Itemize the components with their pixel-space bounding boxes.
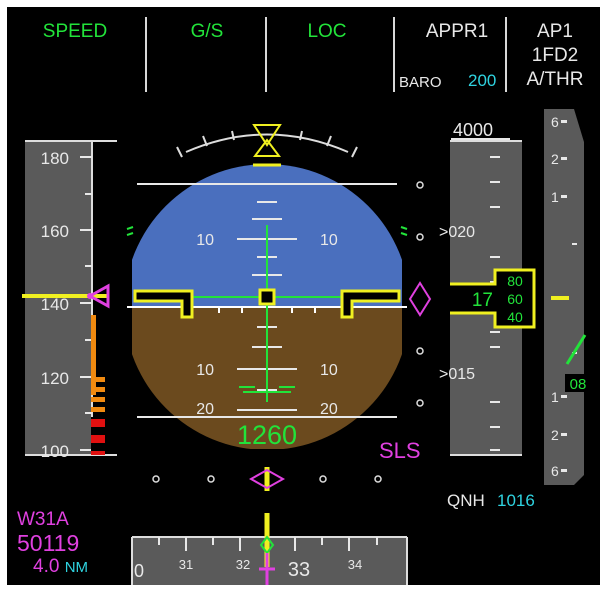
vsi-label: 1 [551, 189, 559, 205]
heading-tape: 0 31 32 33 34 [131, 513, 408, 585]
speed-label: 140 [41, 295, 69, 314]
fma-minimums-value: 200 [468, 71, 497, 90]
vsi-label: 2 [551, 427, 559, 443]
vls-strip [91, 315, 96, 395]
heading-label: 33 [288, 559, 310, 581]
speed-label: 180 [41, 149, 69, 168]
pitch-label: 10 [196, 232, 214, 249]
fma-separator [145, 17, 147, 92]
altitude-drum: 60 [507, 291, 523, 307]
fma-separator [393, 17, 395, 92]
heading-label: 32 [236, 557, 250, 572]
approach-distance-value: 4.0 [33, 556, 60, 577]
altitude-drum: 40 [507, 309, 523, 325]
speed-label: 120 [41, 369, 69, 388]
heading-label: 0 [134, 561, 144, 581]
vsi-value: 08 [570, 376, 587, 393]
radio-altitude: 1260 [237, 420, 297, 450]
alpha-max-strip [91, 417, 105, 455]
roll-index-pointer [252, 124, 282, 147]
vsi-label: 6 [551, 114, 559, 130]
fma-vertical-mode: G/S [190, 21, 224, 42]
fma-lateral-mode: LOC [307, 21, 347, 42]
selected-speed-target [86, 283, 110, 309]
fma-minimums-label: BARO [399, 74, 442, 91]
primary-flight-display: SPEED G/S LOC APPR1 BARO 200 AP1 1FD2 A/… [7, 7, 600, 585]
alpha-prot-strip [91, 377, 105, 412]
speed-label: 160 [41, 222, 69, 241]
pitch-label: 20 [196, 401, 214, 418]
fma-athr-status: A/THR [526, 69, 584, 90]
pitch-label: 20 [320, 401, 338, 418]
selected-altitude: 4000 [453, 120, 493, 140]
localizer-scale [152, 475, 382, 483]
fma-ap-status: AP1 [537, 21, 573, 42]
pitch-label: 10 [320, 232, 338, 249]
altitude-label: >015 [439, 366, 475, 383]
glideslope-scale [416, 181, 424, 407]
altitude-readout-window [450, 268, 536, 329]
aircraft-symbol [133, 288, 401, 319]
fma-separator [505, 17, 507, 92]
localizer-deviation-diamond [248, 468, 286, 490]
fma-speed-mode: SPEED [42, 21, 108, 42]
vsi-label: 2 [551, 151, 559, 167]
bank-pointer [253, 138, 281, 157]
approach-distance-unit: NM [64, 559, 89, 576]
altitude-drum: 80 [507, 273, 523, 289]
fma-fd-status: 1FD2 [531, 45, 579, 66]
fma-approach-capability: APPR1 [425, 21, 489, 42]
approach-distance: 4.0 NM [33, 556, 88, 578]
roll-scale [176, 130, 358, 158]
vsi-label: 1 [551, 389, 559, 405]
pitch-label: 10 [196, 362, 214, 379]
altitude-label: >020 [439, 224, 475, 241]
approach-identifier: W31A [17, 509, 69, 530]
heading-label: 31 [179, 557, 193, 572]
fma-separator [265, 17, 267, 92]
vsi-label: 6 [551, 463, 559, 479]
attitude-indicator: 10 10 10 10 20 20 [126, 124, 432, 491]
pfd-graphics: 180 160 140 120 100 [22, 109, 591, 585]
flight-path-director [239, 386, 295, 393]
heading-label: 34 [348, 557, 362, 572]
baro-value: 1016 [497, 491, 535, 510]
baro-label: QNH [447, 491, 485, 510]
vertical-speed-indicator: 6 2 1 1 2 6 08 [544, 109, 591, 485]
approach-frequency: 50119 [17, 530, 80, 556]
glideslope-deviation-diamond [408, 281, 432, 317]
speed-label: 100 [41, 442, 69, 461]
vsi-needle [565, 334, 587, 365]
altitude-hundreds: 17 [472, 290, 493, 311]
speed-tape: 180 160 140 120 100 [22, 140, 117, 461]
altitude-tape: 4000 >020 >015 17 80 60 40 [439, 120, 536, 456]
pitch-label: 10 [320, 362, 338, 379]
approach-type-label: SLS [379, 438, 421, 463]
